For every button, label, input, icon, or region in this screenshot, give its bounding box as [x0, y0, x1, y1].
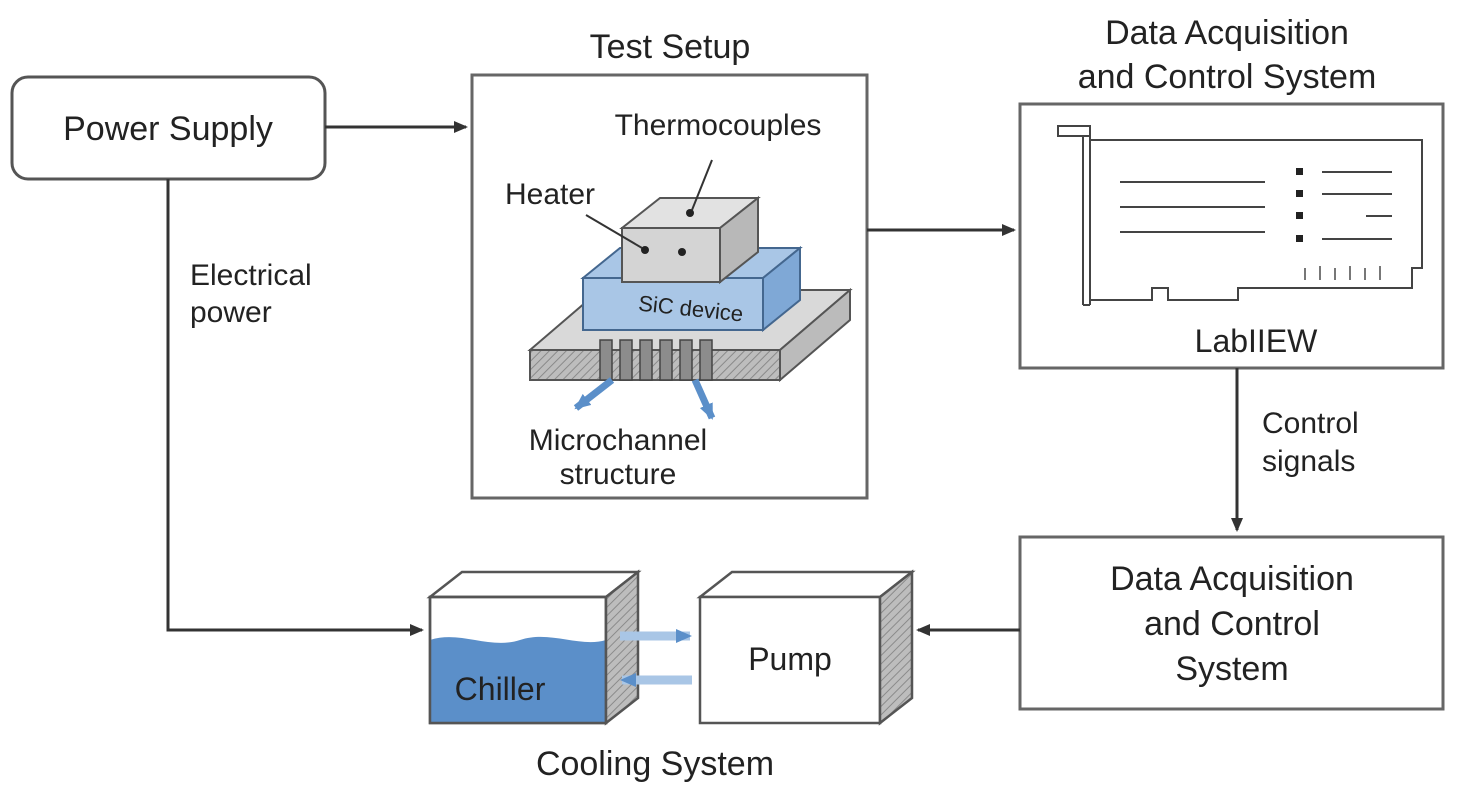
pump-block: Pump [696, 569, 916, 726]
electrical-power-label-line2: power [190, 296, 272, 329]
daq-top-title-line2: and Control System [1078, 58, 1377, 96]
power-supply-label: Power Supply [63, 110, 273, 148]
daq-card-icon [1057, 125, 1423, 306]
microchannel-label-line2: structure [560, 458, 677, 491]
test-setup-title: Test Setup [590, 28, 751, 66]
daq-top-block: Data Acquisition and Control System LabI… [1018, 14, 1445, 370]
daq-bottom-line3: System [1175, 650, 1288, 688]
power-to-chiller-line [166, 179, 424, 636]
base-plate [527, 287, 853, 383]
daq-bottom-block: Data Acquisition and Control System [1018, 535, 1445, 711]
chiller-block: Chiller [426, 569, 642, 726]
electrical-power-label-line1: Electrical [190, 259, 312, 292]
chiller-label: Chiller [455, 671, 546, 707]
pump-label: Pump [748, 641, 832, 677]
microchannel-label-line1: Microchannel [529, 424, 707, 457]
heater-block [619, 195, 761, 285]
control-signals-label-line2: signals [1262, 445, 1355, 478]
daq-bottom-line2: and Control [1144, 605, 1320, 643]
connections [166, 121, 1243, 636]
power-supply-block: Power Supply [10, 75, 327, 181]
daq-bottom-line1: Data Acquisition [1110, 560, 1354, 598]
control-signals-label-line1: Control [1262, 407, 1359, 440]
test-setup-block: Test Setup SiC device [470, 28, 869, 500]
cooling-system-label: Cooling System [536, 745, 774, 783]
thermocouples-label: Thermocouples [615, 109, 822, 142]
heater-label: Heater [505, 178, 595, 211]
coolant-flow-arrow-left [573, 377, 615, 411]
labview-label: LabIIEW [1195, 323, 1319, 359]
microchannel-fins [599, 339, 713, 381]
coolant-flow-arrow-right [691, 378, 716, 420]
daq-top-title-line1: Data Acquisition [1105, 14, 1349, 52]
